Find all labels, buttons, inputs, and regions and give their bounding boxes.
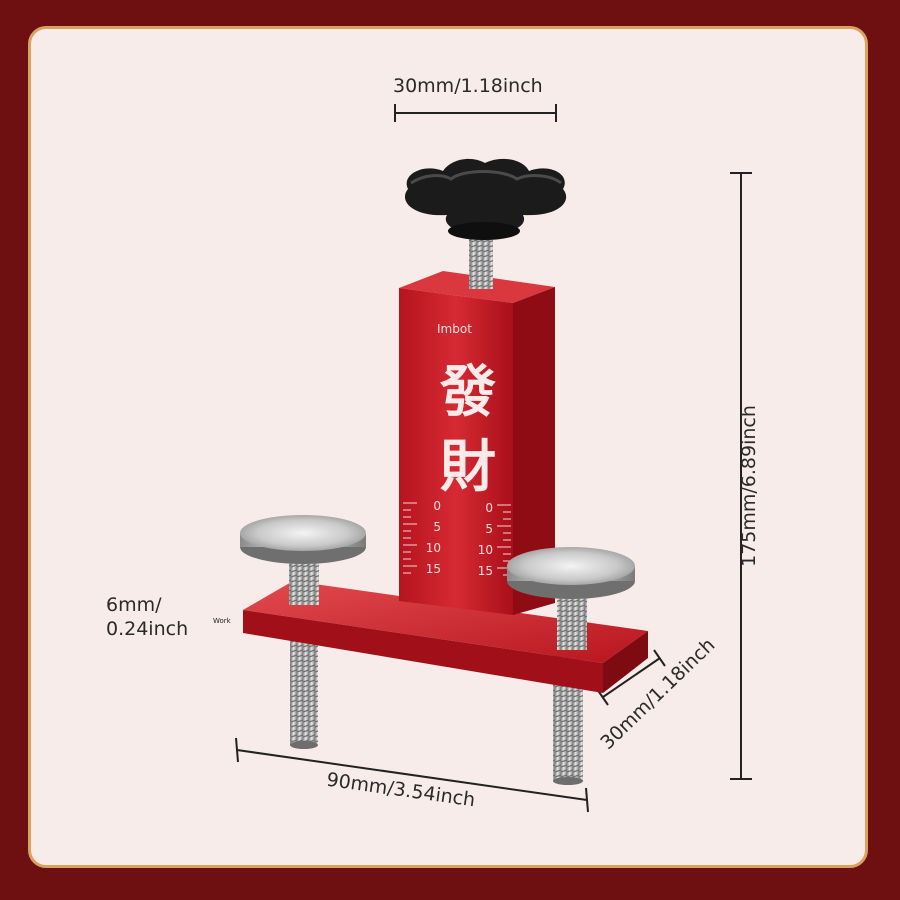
height-dimension-line [730,172,752,780]
calligraphy-bottom: 財 [440,434,496,500]
left-pad [240,515,366,564]
scale-right-5: 5 [485,522,493,536]
left-bottom-screw [290,633,318,749]
calligraphy-top: 發 [440,359,496,425]
star-knob [404,158,567,240]
scale-right-0: 0 [485,501,493,515]
left-pad-screw [289,558,319,605]
scale-left-5: 5 [433,520,441,534]
brand-logo: Imbot [437,322,472,336]
upright-column [399,271,555,615]
right-pad [507,547,635,599]
work-note: Work [213,617,231,625]
top-width-label: 30mm/1.18inch [393,75,543,97]
scale-left: 0 5 10 15 [415,496,441,580]
scale-left-10: 10 [425,541,441,555]
base-width-dimension-line [235,737,589,813]
top-width-dimension-line [394,104,557,122]
height-label: 175mm/6.89inch [737,405,760,567]
top-screw [469,231,493,289]
scale-left-15: 15 [425,562,441,576]
thickness-label: 6mm/ 0.24inch [106,594,189,640]
product-panel: Imbot 發 財 0 5 10 15 0 5 10 15 30mm/1.18i… [28,26,868,868]
scale-right-10: 10 [477,543,493,557]
base-bar [243,581,648,693]
product-illustration [235,104,752,813]
scale-right: 0 5 10 15 [471,498,493,582]
scale-left-0: 0 [433,499,441,513]
scale-right-15: 15 [477,564,493,578]
